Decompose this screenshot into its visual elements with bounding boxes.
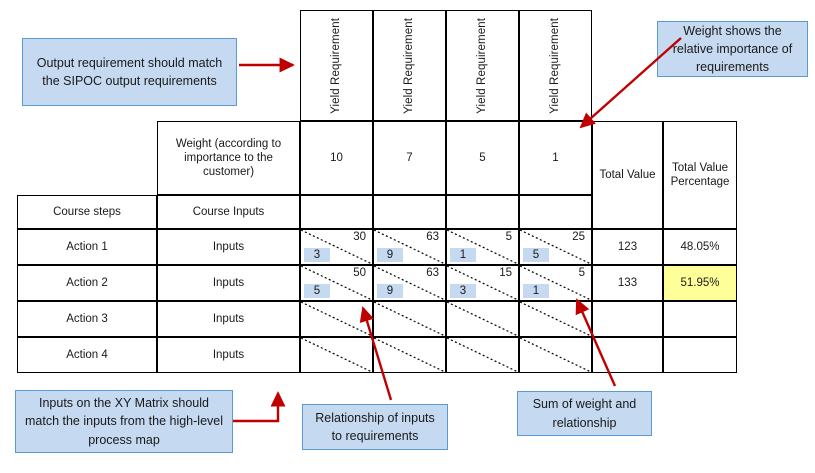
product-value: 5 — [505, 231, 512, 243]
row-percentage-3 — [663, 301, 737, 337]
course-steps-header: Course steps — [17, 195, 157, 229]
row-percentage-1: 48.05% — [663, 229, 737, 265]
relationship-score[interactable]: 3 — [304, 248, 330, 262]
product-value: 63 — [426, 267, 439, 279]
row-input-4: Inputs — [157, 337, 300, 373]
row-total-4 — [592, 337, 663, 373]
diagonal-divider — [301, 302, 372, 336]
weight-value-3: 5 — [446, 121, 519, 195]
product-value: 25 — [572, 231, 585, 243]
score-cell-r3-c2[interactable] — [373, 301, 446, 337]
relationship-score[interactable]: 1 — [523, 284, 549, 298]
callout-relationship: Relationship of inputs to requirements — [302, 404, 448, 450]
relationship-score[interactable]: 5 — [523, 248, 549, 262]
callout-weight-importance: Weight shows the relative importance of … — [657, 21, 808, 77]
product-value: 5 — [578, 267, 585, 279]
diagonal-divider — [447, 302, 518, 336]
row-step-3: Action 3 — [17, 301, 157, 337]
total-value-percentage-header: Total Value Percentage — [663, 121, 737, 229]
row-percentage-2: 51.95% — [663, 265, 737, 301]
diagonal-divider — [301, 338, 372, 372]
product-value: 63 — [426, 231, 439, 243]
requirement-header-label: Yield Requirement — [476, 17, 489, 114]
score-cell-r1-c4[interactable]: 25 5 — [519, 229, 592, 265]
diagonal-divider — [374, 338, 445, 372]
score-cell-r2-c3[interactable]: 15 3 — [446, 265, 519, 301]
diagonal-divider — [520, 338, 591, 372]
row-total-3 — [592, 301, 663, 337]
row-total-2: 133 — [592, 265, 663, 301]
row-step-2: Action 2 — [17, 265, 157, 301]
arrow-inputs-to-column — [233, 391, 286, 423]
callout-inputs-match: Inputs on the XY Matrix should match the… — [15, 390, 233, 453]
weight-value-4: 1 — [519, 121, 592, 195]
row-total-1: 123 — [592, 229, 663, 265]
score-cell-r4-c2[interactable] — [373, 337, 446, 373]
empty-header-cell-3 — [446, 195, 519, 229]
course-inputs-header: Course Inputs — [157, 195, 300, 229]
relationship-score[interactable]: 9 — [377, 248, 403, 262]
product-value: 30 — [353, 231, 366, 243]
product-value: 50 — [353, 267, 366, 279]
requirement-header-label: Yield Requirement — [330, 17, 343, 114]
weight-value-2: 7 — [373, 121, 446, 195]
callout-output-requirement: Output requirement should match the SIPO… — [22, 38, 237, 106]
diagonal-divider — [374, 302, 445, 336]
row-percentage-4 — [663, 337, 737, 373]
requirement-header-label: Yield Requirement — [403, 17, 416, 114]
requirement-header-3: Yield Requirement — [446, 10, 519, 121]
diagonal-divider — [447, 338, 518, 372]
score-cell-r3-c4[interactable] — [519, 301, 592, 337]
requirement-header-1: Yield Requirement — [300, 10, 373, 121]
empty-header-cell-1 — [300, 195, 373, 229]
row-input-1: Inputs — [157, 229, 300, 265]
score-cell-r2-c2[interactable]: 63 9 — [373, 265, 446, 301]
score-cell-r4-c1[interactable] — [300, 337, 373, 373]
empty-header-cell-2 — [373, 195, 446, 229]
score-cell-r3-c1[interactable] — [300, 301, 373, 337]
relationship-score[interactable]: 9 — [377, 284, 403, 298]
requirement-header-4: Yield Requirement — [519, 10, 592, 121]
requirement-header-2: Yield Requirement — [373, 10, 446, 121]
score-cell-r1-c1[interactable]: 30 3 — [300, 229, 373, 265]
row-step-1: Action 1 — [17, 229, 157, 265]
row-input-2: Inputs — [157, 265, 300, 301]
empty-header-cell-4 — [519, 195, 592, 229]
score-cell-r3-c3[interactable] — [446, 301, 519, 337]
score-cell-r2-c1[interactable]: 50 5 — [300, 265, 373, 301]
relationship-score[interactable]: 1 — [450, 248, 476, 262]
row-input-3: Inputs — [157, 301, 300, 337]
xy-matrix-table: Yield Requirement Yield Requirement Yield … — [17, 10, 737, 373]
row-step-4: Action 4 — [17, 337, 157, 373]
score-cell-r4-c3[interactable] — [446, 337, 519, 373]
requirement-header-label: Yield Requirement — [549, 17, 562, 114]
score-cell-r4-c4[interactable] — [519, 337, 592, 373]
relationship-score[interactable]: 3 — [450, 284, 476, 298]
weight-label-cell: Weight (according to importance to the c… — [157, 121, 300, 195]
weight-value-1: 10 — [300, 121, 373, 195]
diagonal-divider — [520, 302, 591, 336]
product-value: 15 — [499, 267, 512, 279]
total-value-header: Total Value — [592, 121, 663, 229]
score-cell-r1-c2[interactable]: 63 9 — [373, 229, 446, 265]
callout-sum-of-weight: Sum of weight and relationship — [517, 391, 652, 436]
relationship-score[interactable]: 5 — [304, 284, 330, 298]
